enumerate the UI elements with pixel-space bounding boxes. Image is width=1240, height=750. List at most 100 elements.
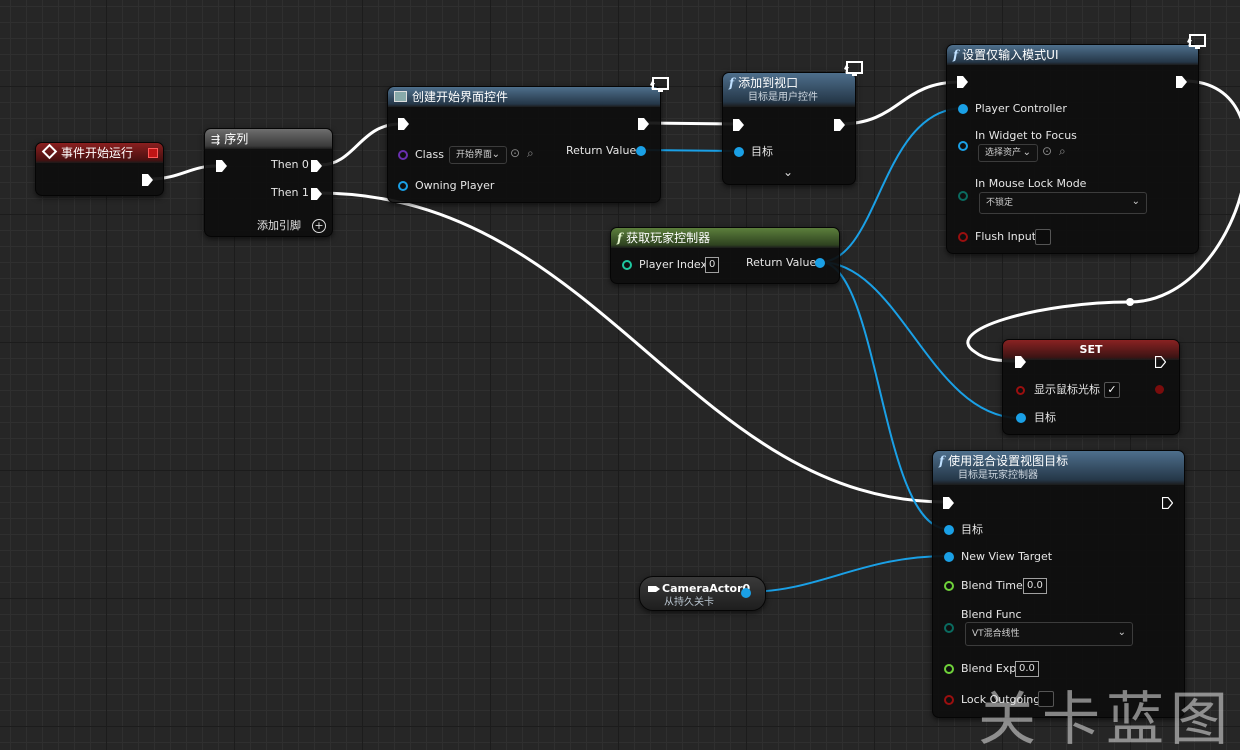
object-wire-controller-to-viewtarget [819, 261, 949, 530]
target-pin[interactable] [1016, 413, 1026, 423]
node-title: 创建开始界面控件 [412, 90, 509, 104]
exec-input-pin[interactable] [398, 118, 409, 130]
exec-output-pin[interactable] [834, 119, 845, 131]
exec-output-pin[interactable] [638, 118, 649, 130]
exec-wire-then1-to-viewtarget [316, 191, 948, 504]
lock-outgoing-pin[interactable] [944, 695, 954, 705]
function-icon: f [617, 231, 623, 245]
blend-time-input[interactable]: 0.0 [1023, 578, 1047, 594]
target-pin[interactable] [734, 147, 744, 157]
player-controller-pin[interactable] [958, 104, 968, 114]
lock-outgoing-checkbox[interactable] [1038, 691, 1054, 707]
exec-input-pin[interactable] [943, 497, 954, 509]
camera-actor-output-pin[interactable] [741, 588, 751, 598]
use-selected-asset-icon[interactable]: ⊙ [510, 146, 521, 160]
node-title: 事件开始运行 [61, 146, 134, 160]
use-selected-asset-icon[interactable]: ⊙ [1042, 144, 1053, 158]
mouse-lock-label: In Mouse Lock Mode [975, 177, 1087, 190]
camera-actor-reference-node[interactable]: CameraActor0 从持久关卡 [639, 576, 766, 611]
add-pin-label[interactable]: 添加引脚 [257, 219, 301, 232]
event-begin-play-node[interactable]: 事件开始运行 [35, 142, 164, 196]
chevron-down-icon: ⌄ [491, 149, 500, 160]
return-value-pin[interactable] [636, 146, 646, 156]
widget-focus-pin[interactable] [958, 141, 968, 151]
exec-output-pin[interactable] [1155, 356, 1166, 368]
class-label: Class [415, 148, 444, 161]
mouse-lock-value: 不锁定 [986, 198, 1014, 208]
add-pin-plus-icon[interactable]: + [312, 219, 326, 233]
node-title: 设置仅输入模式UI [962, 48, 1059, 62]
widget-focus-dropdown[interactable]: 选择资产⌄ [978, 144, 1038, 162]
blend-func-label: Blend Func [961, 608, 1022, 621]
node-header: 创建开始界面控件 [388, 87, 660, 107]
node-title: 添加到视口 [738, 76, 799, 90]
exec-input-pin[interactable] [216, 160, 227, 172]
node-header: SET [1003, 340, 1179, 360]
widget-focus-label: In Widget to Focus [975, 129, 1077, 142]
widget-icon [394, 91, 407, 102]
show-cursor-checkbox[interactable]: ✓ [1104, 382, 1120, 398]
exec-output-pin[interactable] [142, 174, 153, 186]
object-wire-controller-to-set [819, 261, 1021, 419]
exec-output-pin[interactable] [1162, 497, 1173, 509]
mouse-lock-dropdown[interactable]: 不锁定⌄ [979, 192, 1147, 214]
exec-input-pin[interactable] [957, 76, 968, 88]
node-title: CameraActor0 [662, 582, 751, 595]
class-dropdown[interactable]: 开始界面⌄ [449, 146, 507, 164]
blend-exp-pin[interactable] [944, 664, 954, 674]
target-pin[interactable] [944, 525, 954, 535]
blend-time-pin[interactable] [944, 581, 954, 591]
player-index-input[interactable]: 0 [705, 257, 720, 273]
widget-focus-value: 选择资产 [985, 148, 1022, 158]
flush-input-pin[interactable] [958, 232, 968, 242]
new-view-target-label: New View Target [961, 550, 1053, 563]
exec-wire-viewport-to-inputmode [838, 80, 962, 126]
camera-lens-icon [656, 586, 660, 592]
return-value-pin[interactable] [815, 258, 825, 268]
event-diamond-icon [41, 143, 58, 160]
flush-input-checkbox[interactable] [1035, 229, 1051, 245]
return-value-label: Return Value [746, 256, 817, 269]
blend-func-value: VT混合线性 [972, 629, 1020, 639]
chevron-down-icon: ⌄ [1117, 627, 1126, 638]
wire-reroute-dot [1126, 298, 1134, 306]
owning-player-pin[interactable] [398, 181, 408, 191]
class-input-pin[interactable] [398, 150, 408, 160]
show-cursor-output-pin[interactable] [1155, 385, 1164, 394]
owning-player-label: Owning Player [415, 179, 495, 192]
sequence-node[interactable]: ⇶序列 Then 0 Then 1 添加引脚 + [204, 128, 333, 237]
delegate-square-icon[interactable] [148, 148, 158, 158]
player-index-pin[interactable] [622, 260, 632, 270]
blend-func-dropdown[interactable]: VT混合线性 ⌄ [965, 622, 1133, 646]
set-show-mouse-cursor-node[interactable]: SET 显示鼠标光标 ✓ 目标 [1002, 339, 1180, 435]
exec-output-pin[interactable] [1176, 76, 1187, 88]
new-view-target-pin[interactable] [944, 552, 954, 562]
mouse-lock-pin[interactable] [958, 191, 968, 201]
browse-asset-search-icon[interactable]: ⌕ [527, 146, 534, 160]
target-label: 目标 [961, 523, 983, 536]
player-controller-label: Player Controller [975, 102, 1067, 115]
then0-exec-pin[interactable] [311, 160, 322, 172]
show-cursor-label: 显示鼠标光标 [1034, 383, 1100, 396]
expand-chevron-icon[interactable]: ⌄ [783, 165, 794, 179]
then1-exec-pin[interactable] [311, 188, 322, 200]
node-subtitle: 目标是玩家控制器 [958, 470, 1038, 481]
browse-asset-search-icon[interactable]: ⌕ [1059, 144, 1066, 158]
blend-func-pin[interactable] [944, 623, 954, 633]
blend-exp-input[interactable]: 0.0 [1015, 661, 1039, 677]
exec-input-pin[interactable] [733, 119, 744, 131]
player-index-label: Player Index [639, 258, 708, 271]
exec-input-pin[interactable] [1015, 356, 1026, 368]
object-wire-camera-to-newview [745, 555, 949, 593]
class-dropdown-value: 开始界面 [456, 150, 493, 160]
show-cursor-input-pin[interactable] [1016, 386, 1025, 395]
create-widget-node[interactable]: 创建开始界面控件 Class 开始界面⌄ ⊙ ⌕ Return Value Ow… [387, 86, 661, 203]
